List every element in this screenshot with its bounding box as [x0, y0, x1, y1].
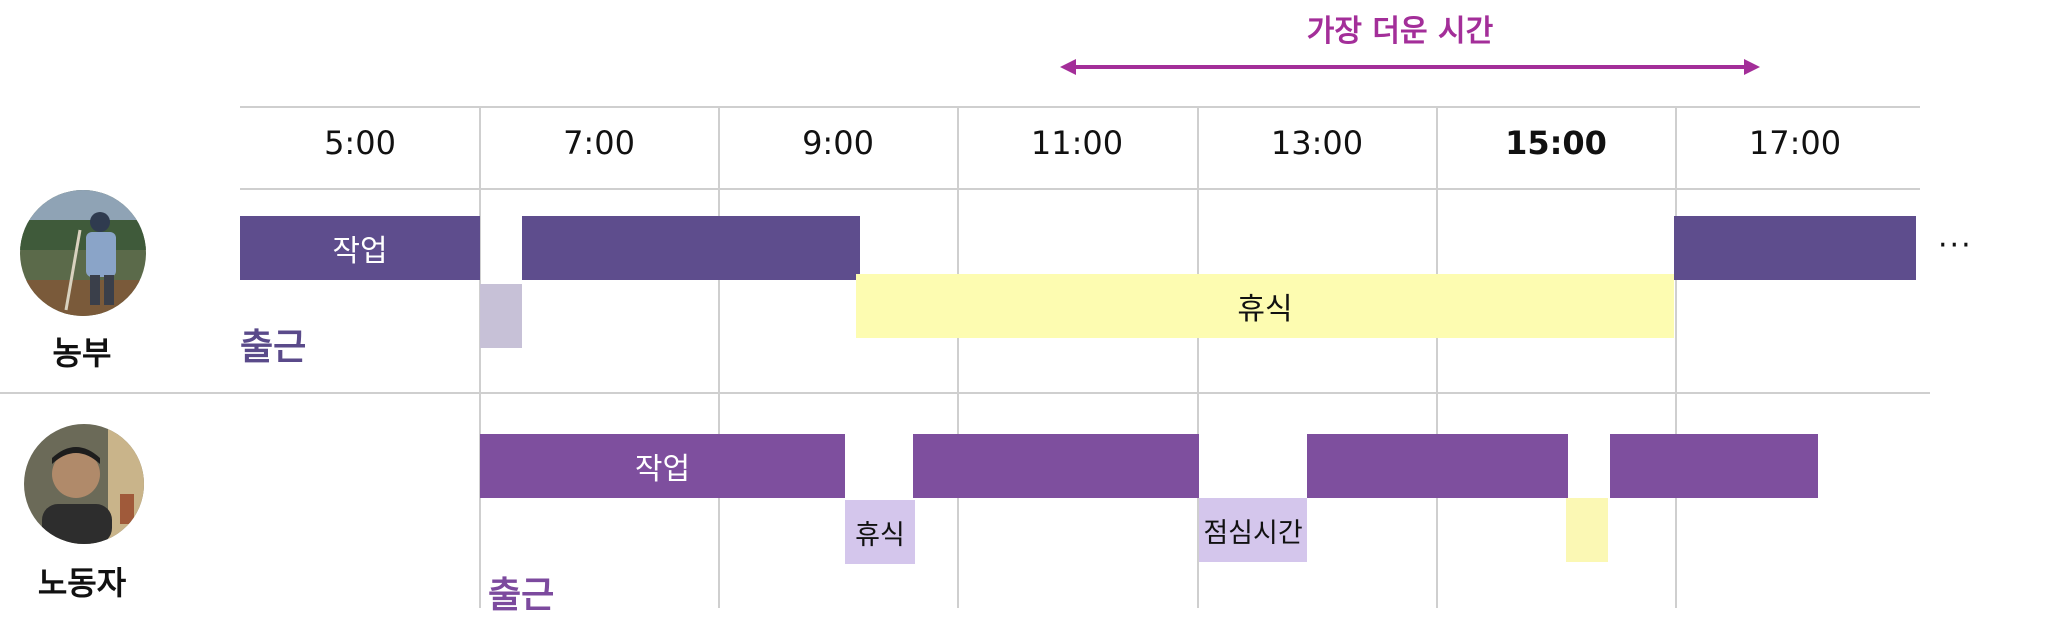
worker-work-bar-2 [913, 434, 1199, 498]
farmer-avatar [20, 190, 146, 316]
worker-photo-icon [24, 424, 144, 544]
worker-rest-bar: 휴식 [845, 500, 915, 564]
header-top-line [240, 106, 1920, 108]
farmer-work-bar-3 [1674, 216, 1916, 280]
worker-start-label: 출근 [488, 575, 555, 616]
grid-column-line [957, 106, 959, 608]
time-label-17: 17:00 [1748, 124, 1842, 162]
worker-short-rest-bar [1566, 498, 1608, 562]
hot-time-arrow [1060, 59, 1760, 75]
farmer-work-bar-1: 작업 [240, 216, 480, 280]
row-divider [0, 392, 1930, 394]
farmer-short-rest-bar [480, 284, 522, 348]
time-label-5: 5:00 [324, 124, 396, 162]
worker-work-bar-3 [1307, 434, 1568, 498]
grid-column-line [718, 106, 720, 608]
worker-name: 노동자 [37, 564, 127, 602]
grid-column-line [1197, 106, 1199, 608]
time-label-9: 9:00 [802, 124, 874, 162]
time-label-13: 13:00 [1270, 124, 1364, 162]
farmer-start-label: 출근 [240, 327, 307, 368]
header-bottom-line [240, 188, 1920, 190]
farmer-name: 농부 [52, 334, 112, 372]
worker-lunch-bar: 점심시간 [1199, 498, 1307, 562]
farmer-photo-icon [20, 190, 146, 316]
grid-column-line [1436, 106, 1438, 608]
hot-time-label: 가장 더운 시간 [1306, 14, 1494, 49]
farmer-work-bar-2 [522, 216, 860, 280]
grid-column-line [1675, 106, 1677, 608]
time-label-11: 11:00 [1030, 124, 1124, 162]
time-label-7: 7:00 [563, 124, 635, 162]
farmer-rest-bar: 휴식 [856, 274, 1674, 338]
worker-work-bar-1: 작업 [480, 434, 845, 498]
time-label-15: 15:00 [1505, 124, 1607, 162]
worker-work-bar-4 [1610, 434, 1818, 498]
worker-avatar [24, 424, 144, 544]
continues-indicator: ··· [1938, 228, 1973, 263]
grid-column-line [479, 106, 481, 608]
